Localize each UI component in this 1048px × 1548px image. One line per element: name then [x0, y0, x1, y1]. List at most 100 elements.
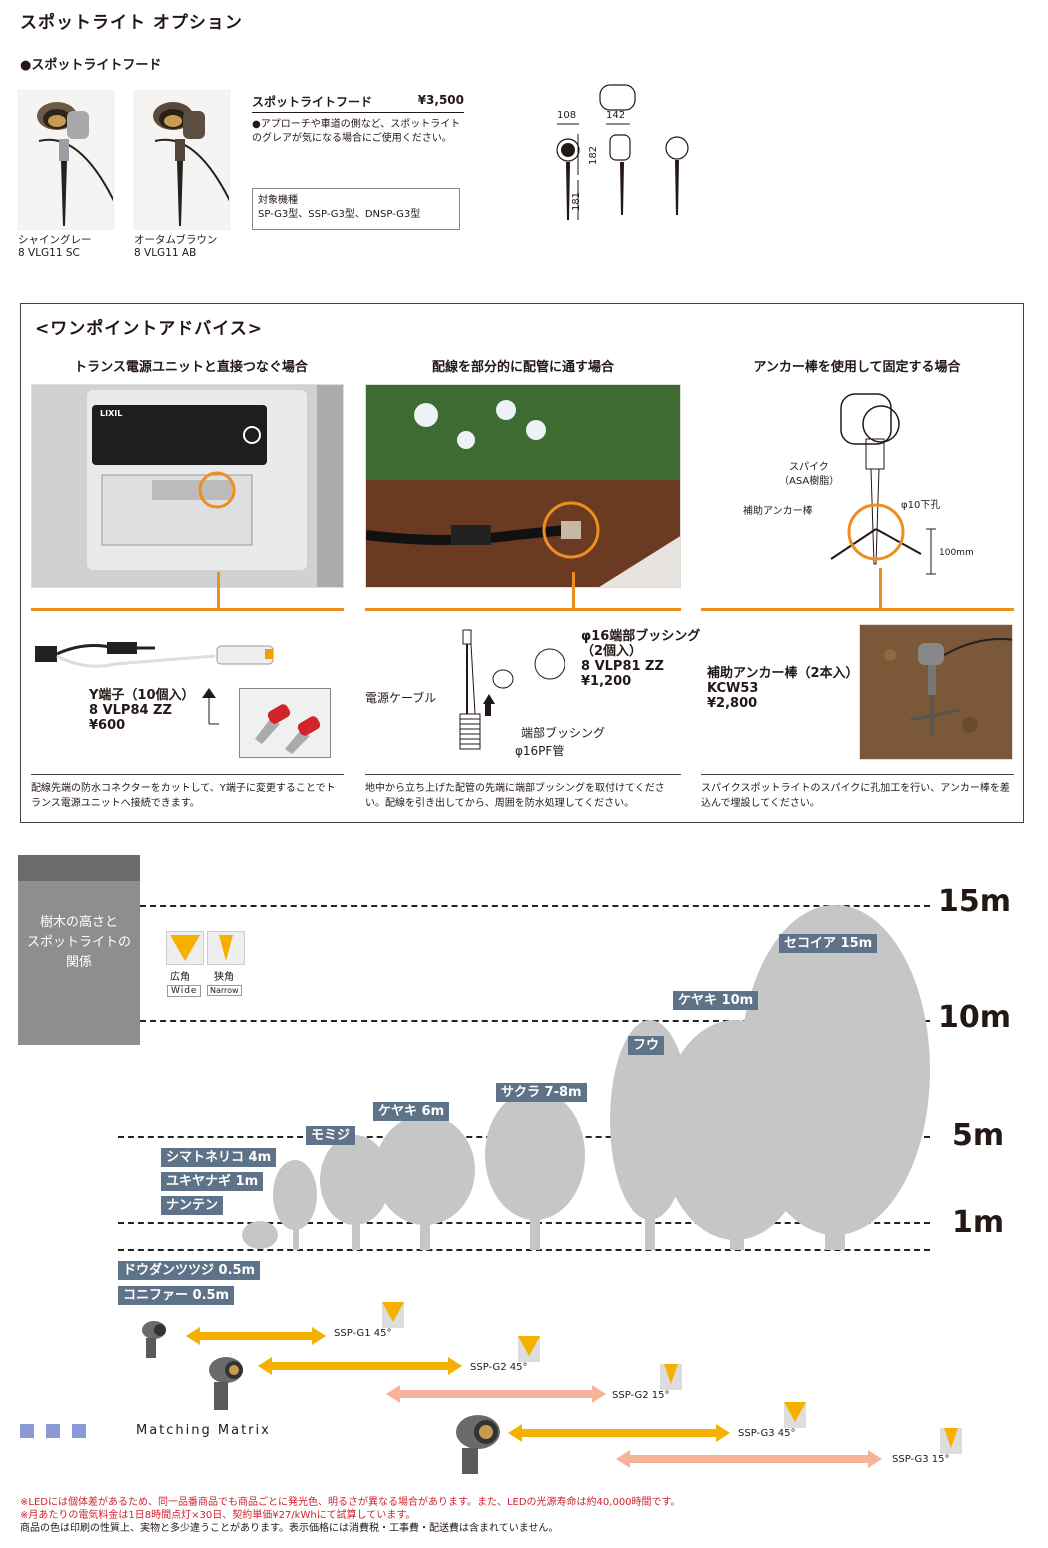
wide-beam-icon: [784, 1402, 806, 1428]
range-label: SSP-G2 45°: [470, 1362, 528, 1373]
wide-label-en: Wide: [167, 985, 202, 997]
tree-tag: コニファー 0.5m: [118, 1286, 235, 1305]
bushing-diagram: [445, 624, 566, 754]
page-title: スポットライト オプション: [20, 13, 243, 33]
range-arrow-g2-15: [386, 1385, 606, 1403]
height-line-15m: [140, 905, 930, 907]
height-line-10m: [140, 1020, 930, 1022]
tree-tag: ユキヤナギ 1m: [161, 1172, 264, 1191]
advice-col3-heading: アンカー棒を使用して固定する場合: [753, 360, 961, 375]
ground-line: [118, 1249, 930, 1251]
matrix-label: Matching Matrix: [136, 1423, 271, 1438]
y-terminal-photo: [239, 688, 331, 758]
advice-col2-heading: 配線を部分的に配管に通す場合: [431, 360, 614, 375]
anchor-diagram: スパイク （ASA樹脂） 補助アンカー棒 φ10下孔 100mm: [701, 384, 1014, 584]
narrow-label-jp: 狭角: [214, 972, 234, 983]
label-spike: スパイク: [789, 462, 829, 473]
advice-col1-heading: トランス電源ユニットと直接つなぐ場合: [74, 360, 308, 375]
hood-description: ●アプローチや車道の側など、スポットライトのグレアが気になる場合にご使用ください…: [252, 119, 461, 144]
product-color: オータムブラウン: [134, 234, 218, 246]
anchor-price: ¥2,800: [707, 696, 758, 711]
y-terminal-name: Y端子（10個入）: [89, 688, 195, 703]
matrix-square-icon: [46, 1424, 60, 1438]
height-label-15m: 15m: [938, 884, 1012, 919]
bushing-code: 8 VLP81 ZZ: [581, 659, 664, 674]
tree-tag: ケヤキ 10m: [673, 991, 759, 1010]
anchor-code: KCW53: [707, 681, 759, 696]
section-heading-hood: ●スポットライトフード: [20, 58, 162, 73]
target-models-box: 対象機種 SP-G3型、SSP-G3型、DNSP-G3型: [252, 188, 460, 230]
dim-depth: 142: [606, 110, 626, 121]
target-label: 対象機種: [258, 195, 298, 206]
range-arrow-g2-45: [258, 1357, 462, 1375]
product-code: 8 VLG11 SC: [18, 247, 80, 259]
arrow-up-icon: [199, 688, 219, 728]
label-hole: φ10下孔: [901, 500, 941, 511]
y-terminal-code: 8 VLP84 ZZ: [89, 703, 172, 718]
spotlight-g1-icon: [136, 1318, 170, 1362]
matrix-square-icon: [72, 1424, 86, 1438]
label-spike-material: （ASA樹脂）: [779, 476, 840, 487]
anchor-info: 補助アンカー棒（2本入） KCW53 ¥2,800: [707, 666, 859, 711]
y-terminal-cable-illustration: [35, 636, 285, 676]
range-arrow-g1-45: [186, 1327, 326, 1345]
narrow-beam-icon: [207, 931, 245, 965]
label-cable: 電源ケーブル: [365, 691, 437, 705]
transformer-photo: LIXIL: [31, 384, 344, 588]
narrow-beam-icon: [940, 1428, 962, 1454]
dim-spike: 181: [571, 191, 583, 212]
footer-notes: ※LEDには個体差があるため、同一品番商品でも商品ごとに発光色、明るさが異なる場…: [20, 1496, 681, 1535]
panel-brand: LIXIL: [100, 409, 123, 418]
range-label: SSP-G3 45°: [738, 1428, 796, 1439]
wide-label-jp: 広角: [170, 972, 190, 983]
dimension-drawing: 108 142 182 181: [540, 80, 710, 230]
wide-beam-icon: [166, 931, 204, 965]
orange-divider: [31, 608, 344, 611]
orange-divider: [365, 608, 681, 611]
tree-chart-legend-box: 樹木の高さと スポットライトの 関係: [18, 855, 140, 1045]
label-bushing: 端部ブッシング: [521, 726, 606, 740]
tree-tag: シマトネリコ 4m: [161, 1148, 277, 1167]
orange-divider: [701, 608, 1014, 611]
range-arrow-g3-15: [616, 1450, 882, 1468]
tree-tag: ドウダンツツジ 0.5m: [118, 1261, 261, 1280]
label-depth: 100mm: [939, 548, 974, 558]
footer-note-cost: ※月あたりの電気料金は1日8時間点灯×30日、契約単価¥27/kWhにて試算して…: [20, 1510, 416, 1521]
range-label: SSP-G1 45°: [334, 1328, 392, 1339]
product-photo-grey: [18, 90, 114, 230]
advice-col3-text: スパイクスポットライトのスパイクに孔加工を行い、アンカー棒を差込んで埋設してくだ…: [701, 774, 1014, 811]
legend-line: 樹木の高さと: [39, 915, 118, 930]
height-label-10m: 10m: [938, 1000, 1012, 1035]
product-caption-brown: オータムブラウン 8 VLG11 AB: [134, 234, 217, 260]
legend-box-text: 樹木の高さと スポットライトの 関係: [18, 913, 140, 973]
tree-tag: セコイア 15m: [779, 934, 878, 953]
pipe-photo: [365, 384, 681, 588]
height-line-1m: [118, 1222, 930, 1224]
advice-col1-text: 配線先端の防水コネクターをカットして、Y端子に変更することでトランス電源ユニット…: [31, 774, 344, 811]
wide-beam-icon: [518, 1336, 540, 1362]
legend-box-header: [18, 855, 140, 881]
bushing-info: φ16端部ブッシング （2個入） 8 VLP81 ZZ ¥1,200: [581, 629, 700, 689]
product-code: 8 VLG11 AB: [134, 247, 197, 259]
connector-line: [217, 572, 220, 610]
tree-tag: ナンテン: [161, 1196, 224, 1215]
product-caption-grey: シャイングレー 8 VLG11 SC: [18, 234, 92, 260]
range-label: SSP-G2 15°: [612, 1390, 670, 1401]
dim-height: 182: [588, 145, 600, 166]
narrow-beam-icon: [660, 1364, 682, 1390]
hood-price: ¥3,500: [417, 93, 464, 107]
anchor-photo: [859, 624, 1013, 760]
product-photo-brown: [134, 90, 230, 230]
footer-note-color: 商品の色は印刷の性質上、実物と多少違うことがあります。表示価格には消費税・工事費…: [20, 1523, 559, 1534]
matrix-square-icon: [20, 1424, 34, 1438]
anchor-name: 補助アンカー棒（2本入）: [707, 666, 859, 681]
tree-tag: フウ: [628, 1036, 665, 1055]
product-color: シャイングレー: [18, 234, 92, 246]
advice-col2-text: 地中から立ち上げた配管の先端に端部ブッシングを取付けてください。配線を引き出して…: [365, 774, 681, 811]
tree-silhouettes: [145, 900, 930, 1250]
legend-line: 関係: [65, 955, 92, 970]
advice-title: <ワンポイントアドバイス>: [35, 319, 263, 339]
y-terminal-info: Y端子（10個入） 8 VLP84 ZZ ¥600: [89, 688, 195, 733]
bushing-qty: （2個入）: [581, 644, 643, 659]
height-label-5m: 5m: [952, 1118, 1005, 1153]
